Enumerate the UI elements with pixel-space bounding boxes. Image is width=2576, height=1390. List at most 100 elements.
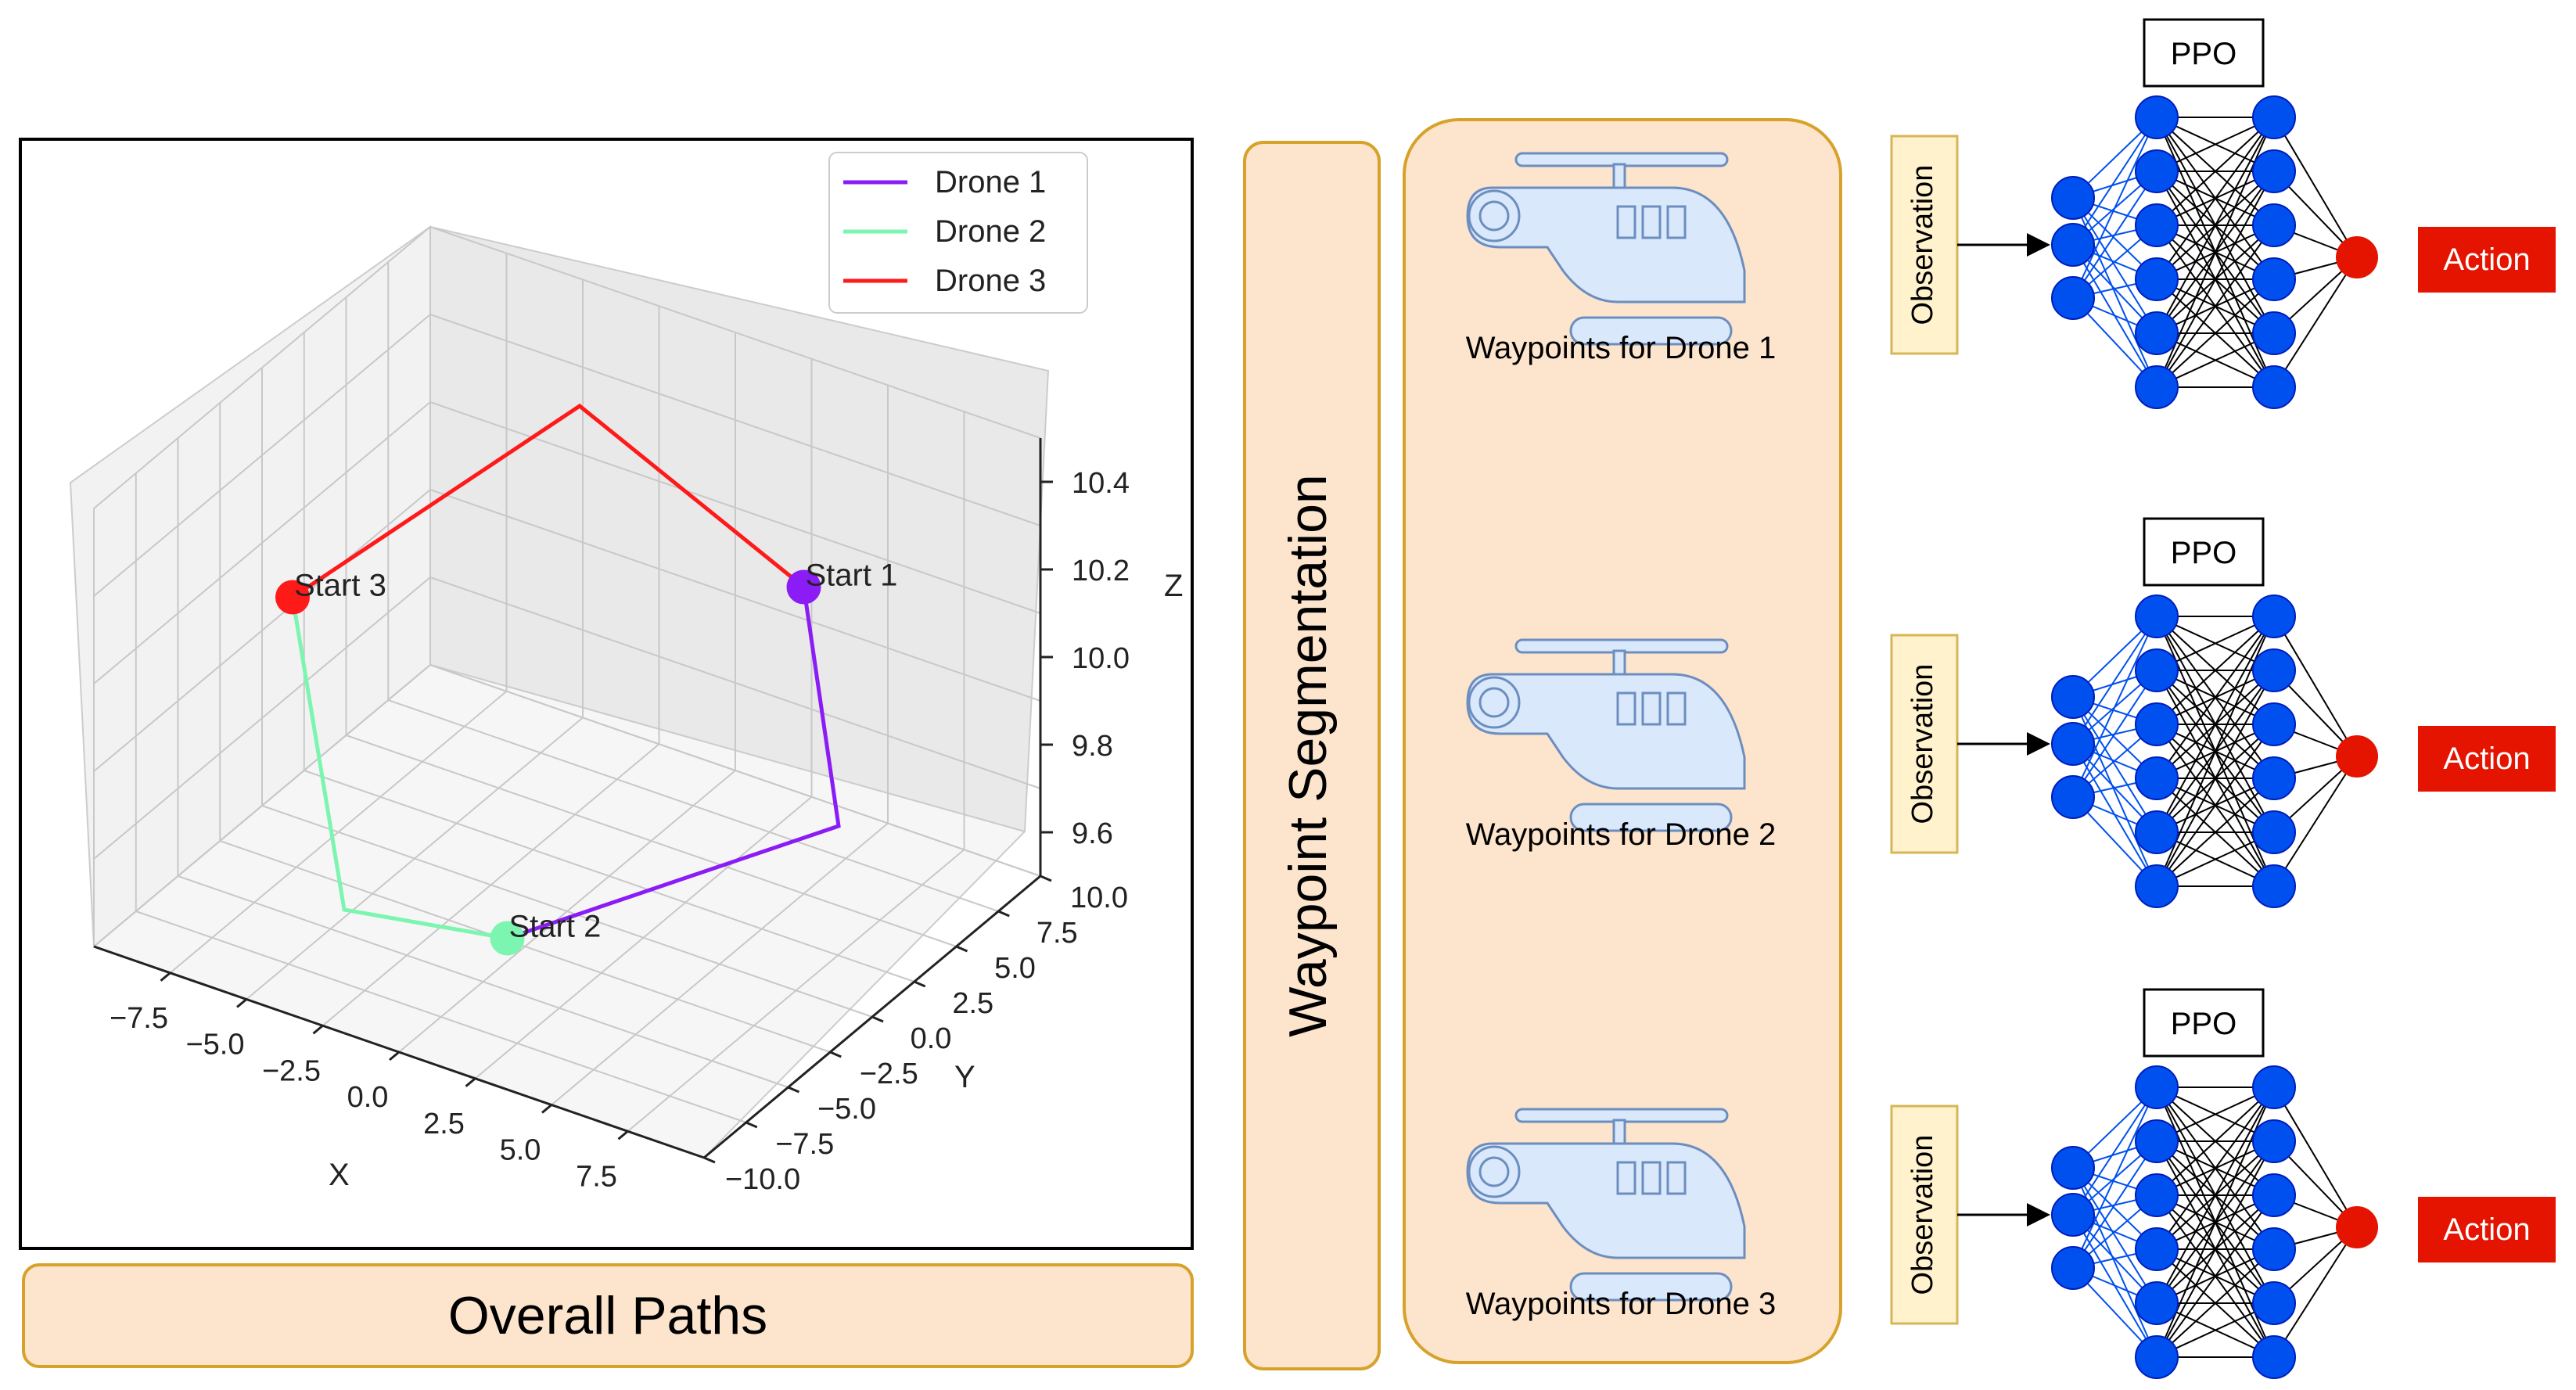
edge [2156,1140,2275,1358]
hidden-neuron [2135,203,2179,247]
hidden-neuron [2252,1119,2296,1163]
edge [2156,1194,2275,1358]
grid-line-z [93,488,1041,772]
edge [2273,616,2358,757]
edge [2156,616,2275,779]
overall-paths-caption: Overall Paths [22,1263,1194,1368]
observation-label: Observation [1906,664,1939,824]
ppo-title-box [2143,517,2265,587]
ppo-title-box [2143,988,2265,1058]
edge [2156,278,2275,388]
axis-label-x: X [329,1158,350,1192]
y-tick [787,1086,800,1094]
y-tick [997,910,1010,918]
edge [2156,1086,2275,1250]
edge [2156,1248,2275,1358]
y-tick-label: 7.5 [1037,917,1078,950]
observation-label: Observation [1906,165,1939,325]
y-tick [745,1121,758,1129]
drone-1-waypoints-label: Waypoints for Drone 1 [1466,331,1776,365]
edge [2156,670,2275,887]
hidden-neuron [2252,810,2296,854]
hidden-neuron [2252,1335,2296,1379]
x-tick [389,1051,400,1061]
x-tick-label: −7.5 [110,1002,168,1035]
tick-labels: −7.5−5.0−2.50.02.55.07.5−10.0−7.5−5.0−2.… [110,467,1130,1196]
x-tick [465,1077,476,1087]
edge [2156,1086,2275,1196]
hidden-neuron [2135,311,2179,355]
z-tick-label: 10.2 [1072,555,1130,587]
observation-box [1890,634,1959,854]
output-neuron [2336,1206,2378,1248]
drone-waypoints-panel: Waypoints for Drone 1 Waypoints for Dron… [1403,118,1842,1364]
output-neuron [2336,236,2378,278]
action-box [2418,1197,2556,1262]
output-neuron [2336,735,2378,778]
z-tick-label: 10.4 [1072,467,1130,500]
grid-line-y [135,911,747,1123]
x-tick [541,1104,552,1114]
grid-line-y [304,770,915,982]
grid-line-y [219,840,831,1053]
y-tick [703,1156,716,1164]
action-box [2418,227,2556,293]
legend-label-drone-3: Drone 3 [935,264,1046,298]
path-drone-1 [506,587,841,940]
hidden-neuron [2252,1173,2296,1217]
overall-paths-label: Overall Paths [448,1286,767,1345]
edge [2072,171,2157,299]
x-tick [617,1130,629,1140]
edge [2156,616,2275,833]
edge [2072,117,2157,246]
waypoint-segmentation-label: Waypoint Segmentation [1278,474,1338,1036]
start-marker-3 [275,580,310,615]
ppo-network-1: PPO Observation Action [1890,18,2556,409]
input-neuron [2051,722,2095,766]
input-neuron [2051,775,2095,819]
drone-2-waypoints-label: Waypoints for Drone 2 [1466,817,1776,852]
edge [2156,1086,2275,1304]
drone-paths [290,403,841,940]
hidden-neuron [2135,648,2179,692]
hidden-neuron [2135,594,2179,638]
action-label: Action [2443,1212,2530,1247]
y-tick-label: −10.0 [725,1163,800,1196]
neural-network-body [2051,594,2378,908]
y-tick-label: 5.0 [994,952,1036,985]
hidden-neuron [2252,1227,2296,1271]
edge [2273,756,2358,887]
start-marker-1 [786,569,821,605]
edge [2273,1227,2358,1358]
edge [2273,257,2358,388]
grid-line-z [93,576,1041,860]
drone-3-waypoints-label: Waypoints for Drone 3 [1466,1287,1776,1321]
hidden-neuron [2135,257,2179,301]
hidden-neuron [2252,702,2296,746]
hidden-neuron [2135,149,2179,193]
z-tick-label: 9.6 [1072,817,1113,850]
edge [2072,197,2157,334]
x-tick-label: 0.0 [347,1081,389,1114]
y-tick-label: 0.0 [911,1022,952,1055]
start-marker-2 [490,921,525,956]
hidden-neuron [2252,756,2296,800]
ppo-network-3: PPO Observation Action [1890,988,2556,1379]
y-tick-label: 10.0 [1070,882,1128,914]
edge [2273,117,2358,258]
legend-box [828,152,1088,314]
grid-line-y [178,875,789,1088]
start-label-1: Start 1 [806,559,898,593]
edge [2156,224,2275,388]
grid-line-y [346,735,957,947]
edge [2156,117,2275,334]
ppo-network-2: PPO Observation Action [1890,517,2556,908]
x-tick [312,1025,324,1035]
edge [2072,696,2157,833]
hidden-neuron [2135,1335,2179,1379]
action-box [2418,726,2556,792]
ppo-title: PPO [2171,37,2236,71]
grid-line-y [261,805,873,1018]
z-tick-label: 9.8 [1072,730,1113,763]
z-tick-label: 10.0 [1072,642,1130,675]
